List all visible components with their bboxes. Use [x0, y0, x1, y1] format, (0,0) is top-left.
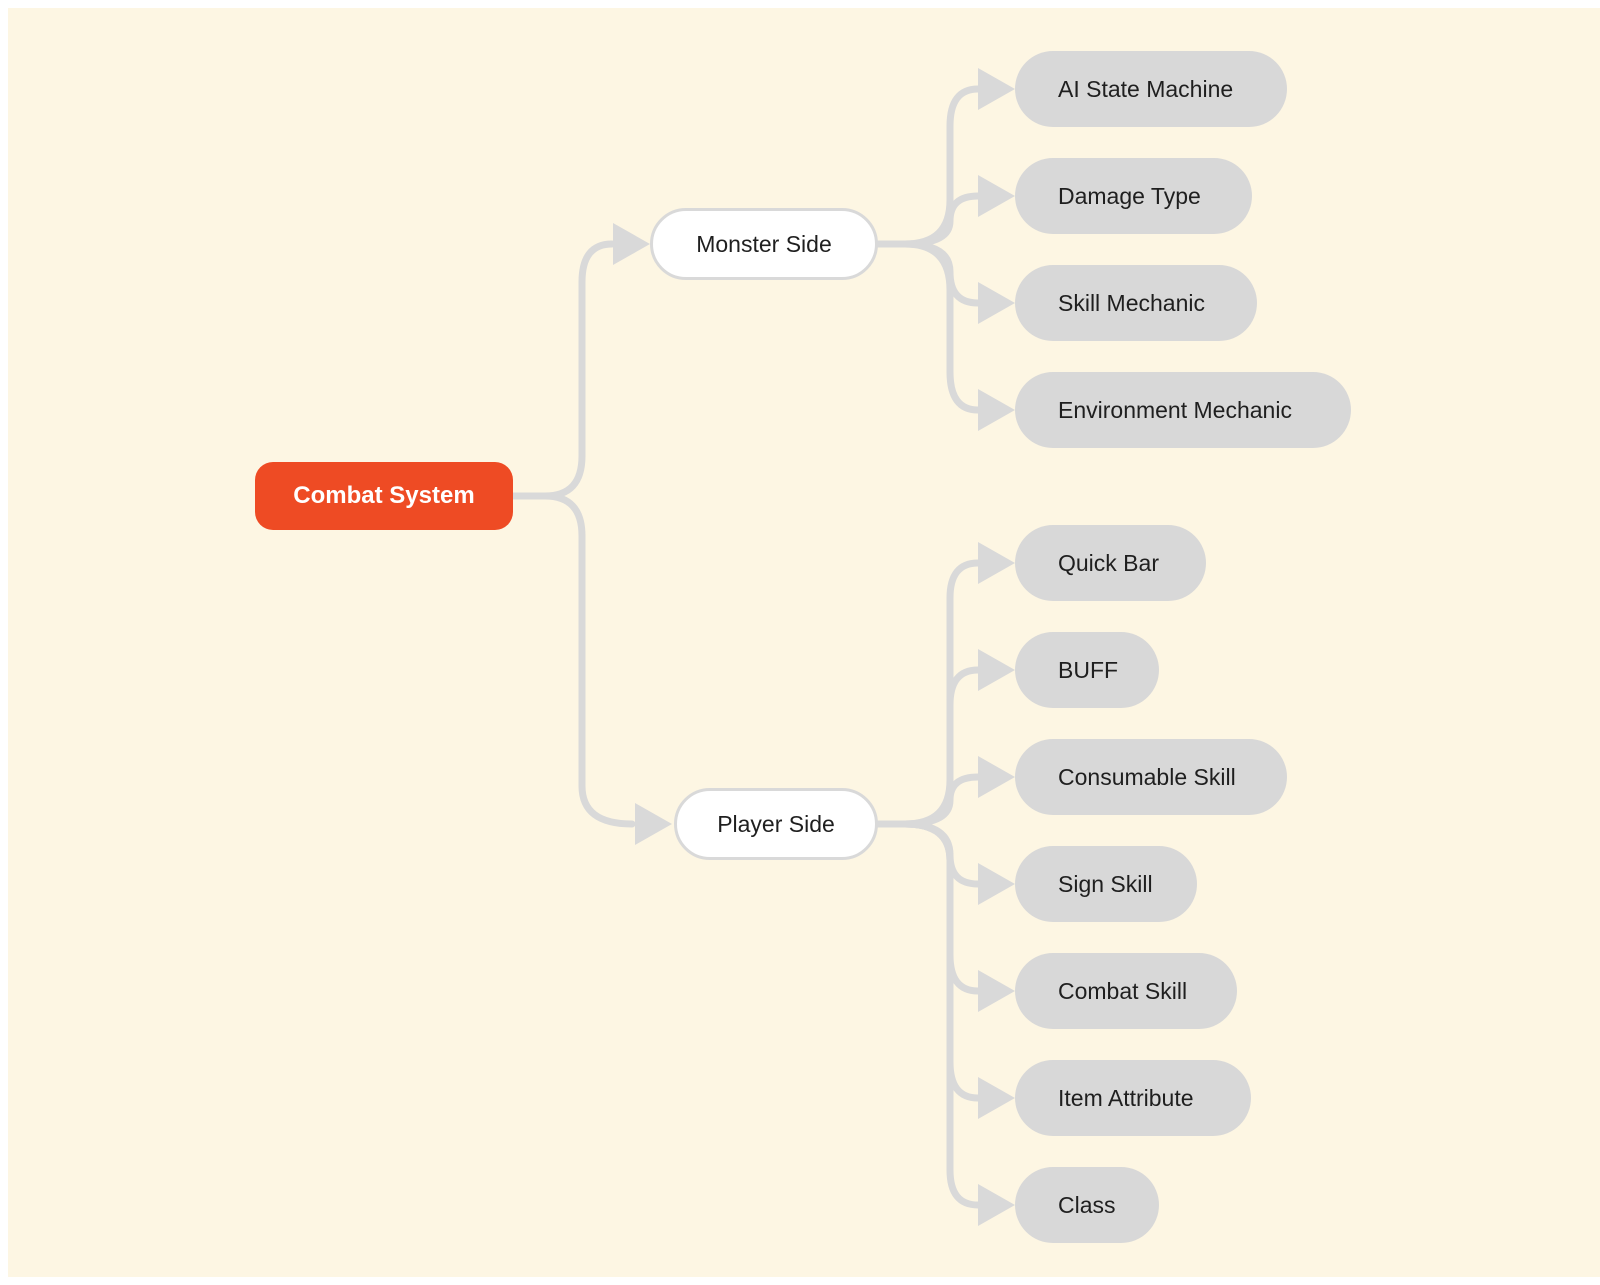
leaf-node-damage-type[interactable]: Damage Type: [1015, 158, 1252, 234]
leaf-node-sign-skill[interactable]: Sign Skill: [1015, 846, 1197, 922]
arrowhead: [978, 389, 1015, 431]
connector-player-buff: [901, 666, 982, 828]
connector-root-player: [509, 492, 636, 828]
arrowhead: [978, 542, 1015, 584]
leaf-node-consumable-skill[interactable]: Consumable Skill: [1015, 739, 1287, 815]
leaf-node-skill-mechanic[interactable]: Skill Mechanic: [1015, 265, 1257, 341]
arrowhead: [978, 863, 1015, 905]
branch-node-monster-side[interactable]: Monster Side: [650, 208, 878, 280]
leaf-node-buff[interactable]: BUFF: [1015, 632, 1159, 708]
arrowhead: [978, 68, 1015, 110]
connector-monster-skill: [901, 240, 982, 307]
arrowhead: [978, 282, 1015, 324]
arrowhead: [978, 649, 1015, 691]
connector-monster-env: [901, 240, 982, 414]
connector-player-quickbar: [874, 559, 982, 828]
root-node-combat-system[interactable]: Combat System: [255, 462, 513, 530]
leaf-node-combat-skill[interactable]: Combat Skill: [1015, 953, 1237, 1029]
branch-node-player-side[interactable]: Player Side: [674, 788, 878, 860]
connector-monster-damage: [901, 192, 982, 248]
arrowhead: [635, 803, 672, 845]
arrowhead: [978, 175, 1015, 217]
arrowhead: [613, 223, 650, 265]
arrowhead: [978, 756, 1015, 798]
connector-root-monster: [509, 240, 616, 500]
connector-player-combat: [901, 820, 982, 995]
leaf-node-quick-bar[interactable]: Quick Bar: [1015, 525, 1206, 601]
connector-player-item: [901, 820, 982, 1102]
arrowhead: [978, 970, 1015, 1012]
arrowhead: [978, 1184, 1015, 1226]
connector-player-class: [901, 820, 982, 1209]
leaf-node-item-attribute[interactable]: Item Attribute: [1015, 1060, 1251, 1136]
arrowhead: [978, 1077, 1015, 1119]
leaf-node-ai-state-machine[interactable]: AI State Machine: [1015, 51, 1287, 127]
leaf-node-environment-mechanic[interactable]: Environment Mechanic: [1015, 372, 1351, 448]
connector-player-consumable: [901, 773, 982, 828]
connector-monster-ai: [874, 85, 982, 248]
leaf-node-class[interactable]: Class: [1015, 1167, 1159, 1243]
